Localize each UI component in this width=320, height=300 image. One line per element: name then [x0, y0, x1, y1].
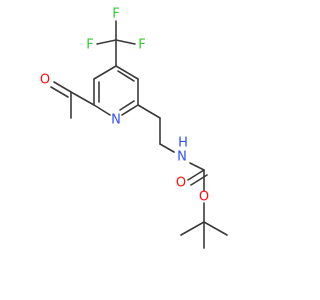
carbonyl-oxygen-label: O	[176, 176, 186, 191]
carbamate-hydrogen-label: H	[178, 136, 188, 151]
chemical-structure-diagram: F F F O N N H O O	[40, 7, 228, 249]
bond-c-f-left	[96, 39, 117, 45]
bond-ring-c2-n	[93, 104, 111, 116]
bond-ring-c4-c5	[115, 65, 139, 80]
bond-ring-acetyl	[70, 91, 95, 106]
fluorine-top-label: F	[112, 7, 119, 22]
bond-ring-c4-c3	[93, 65, 117, 80]
atom-labels: F F F O N N H O O	[40, 7, 209, 205]
bond-c-f-right	[115, 39, 136, 45]
bond-nh-c	[189, 162, 205, 171]
bond-c-o-carbonyl	[187, 169, 205, 181]
bond-acetyl-o	[53, 81, 72, 93]
pyridine-nitrogen-label: N	[111, 113, 121, 128]
bond-ring-ch2	[137, 104, 161, 119]
bond-ring-c6-n	[121, 104, 139, 116]
bond-acetyl-o-double	[50, 86, 69, 98]
ester-oxygen-label: O	[199, 190, 209, 205]
bond-tbu-methyl-right	[203, 221, 228, 236]
bonds	[50, 20, 228, 249]
bond-ch2-nh	[159, 143, 175, 153]
bond-ring-c6-n-double	[119, 100, 135, 111]
fluorine-right-label: F	[138, 38, 145, 53]
bond-ring-c4-c5-double	[117, 70, 135, 82]
fluorine-left-label: F	[86, 38, 93, 53]
carbamate-nitrogen-label: N	[177, 150, 187, 165]
bond-tbu-methyl-left	[180, 221, 205, 236]
acetyl-oxygen-label: O	[40, 73, 50, 88]
